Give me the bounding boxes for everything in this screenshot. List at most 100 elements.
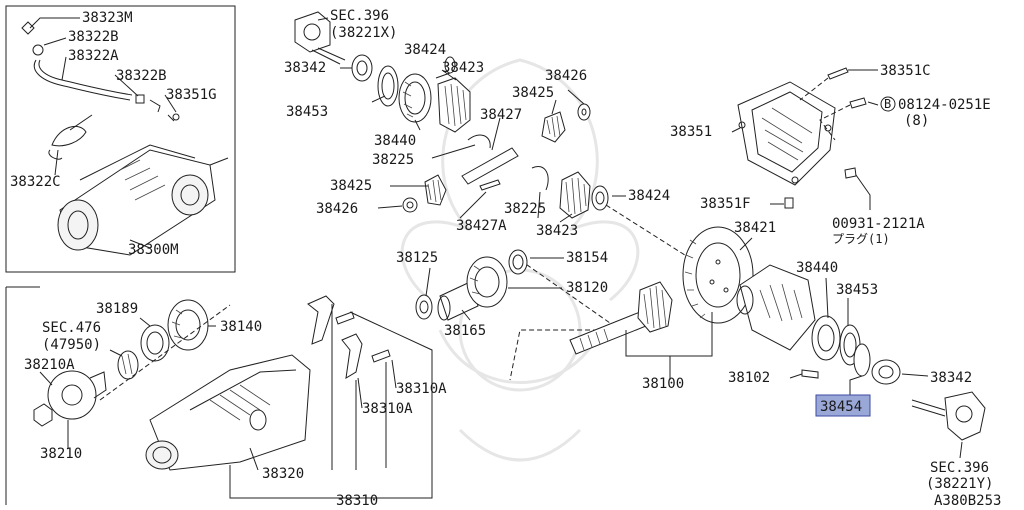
stud-38351C [799,67,849,101]
companion-flange-38210 [47,370,107,420]
label-38322B-a: 38322B [68,29,119,45]
pinion-mate-38425-top [541,111,566,143]
label-38351C: 38351C [880,63,931,79]
label-38310A-a: 38310A [396,381,447,397]
label-38323M: 38323M [82,10,133,26]
bearing-38440-right [811,315,841,361]
label-38322B-b: 38322B [116,68,167,84]
label-38165: 38165 [444,323,486,339]
bolt-38310A-b [371,349,391,363]
bolt-38310A-a [335,311,355,325]
label-38310A-b: 38310A [362,401,413,417]
ring-gear-38421 [682,226,754,324]
label-38120: 38120 [566,280,608,296]
label-38351F: 38351F [700,196,751,212]
plug-00931-2121A [844,167,871,210]
label-diagram-code: A380B253 [934,493,1001,509]
ring-38154 [508,249,528,275]
label-38225-top: 38225 [372,152,414,168]
label-38440-right: 38440 [796,260,838,276]
label-38426-mid: 38426 [316,201,358,217]
label-sec396-bot-sub: (38221Y) [926,476,993,492]
shim-38453-top [377,65,399,107]
label-38425-top: 38425 [512,85,554,101]
label-bolt-qty: (8) [904,113,929,129]
label-38440-top: 38440 [374,133,416,149]
bearing-38140 [167,299,209,351]
label-38322C: 38322C [10,174,61,190]
snap-ring-38225-mid [531,166,549,191]
label-38320: 38320 [262,466,304,482]
label-38454: 38454 [820,399,862,415]
carrier-housing-38320 [145,354,311,471]
label-38424-top: 38424 [404,42,446,58]
label-sec396-top: SEC.396 [330,8,389,24]
label-38102: 38102 [728,370,770,386]
shim-38454-right [853,343,871,377]
inset-breather-hose [21,21,180,160]
bolt-08124-0251E [819,97,867,141]
label-38189: 38189 [96,301,138,317]
label-sec396-bot: SEC.396 [930,460,989,476]
label-38426-top: 38426 [545,68,587,84]
bracket-38310-a [307,295,335,345]
bolt-38102 [801,369,819,379]
label-bolt-mark: B [884,97,891,111]
side-flange-bottom [911,391,986,441]
label-38351G: 38351G [166,87,217,103]
label-38322A: 38322A [68,48,119,64]
pinion-shaft-38427 [461,147,519,185]
label-sec396-top-sub: (38221X) [330,25,397,41]
label-38225-mid: 38225 [504,201,546,217]
part-labels: 38323M 38322B 38322A 38322B 38351G 38322… [10,8,1001,509]
seal-38189 [140,324,170,362]
label-38154: 38154 [566,250,608,266]
side-gear-38423-mid [559,171,591,219]
label-38423-top: 38423 [442,60,484,76]
label-38453-right: 38453 [836,282,878,298]
label-38300M: 38300M [128,242,179,258]
snap-ring-38225-top [467,134,491,149]
label-38125: 38125 [396,250,438,266]
label-plug-text: プラグ(1) [832,232,890,246]
label-38427: 38427 [480,107,522,123]
side-flange-top [294,11,346,65]
label-38342-right: 38342 [930,370,972,386]
leader-lines [29,17,963,499]
label-08124-0251E: 08124-0251E [898,97,991,113]
side-gear-38423-top [437,77,471,133]
label-38421: 38421 [734,220,776,236]
bearing-38440-top [398,73,432,123]
label-38453-top: 38453 [286,104,328,120]
bracket-38310-b [341,333,363,379]
label-38427A: 38427A [456,218,507,234]
highlight-38454 [815,394,871,417]
label-38310: 38310 [336,493,378,509]
washer-38426-top [577,103,591,121]
inset-diff-assembly [57,144,229,256]
label-38342-top: 38342 [284,60,326,76]
label-38351: 38351 [670,124,712,140]
washer-38424-mid [591,185,609,211]
diff-case [736,264,816,351]
pin-38427A [479,179,501,191]
label-38423-mid: 38423 [536,223,578,239]
washer-38426-mid [402,197,418,213]
label-38100: 38100 [642,376,684,392]
nut-38210A [33,403,53,427]
label-00931-2121A: 00931-2121A [832,216,925,232]
bearing-38342-right [871,359,901,385]
bearing-38120 [466,256,508,308]
rear-cover-38351 [737,81,836,186]
pinion-mate-38425-mid [424,174,447,206]
bolt-mark-circle [880,96,896,112]
label-38425-mid: 38425 [330,178,372,194]
label-sec476: SEC.476 [42,320,101,336]
label-sec476-sub: (47950) [42,337,101,353]
label-38210: 38210 [40,446,82,462]
label-38210A: 38210A [24,357,75,373]
plug-38351F [784,197,794,209]
washer-38125 [415,294,433,320]
